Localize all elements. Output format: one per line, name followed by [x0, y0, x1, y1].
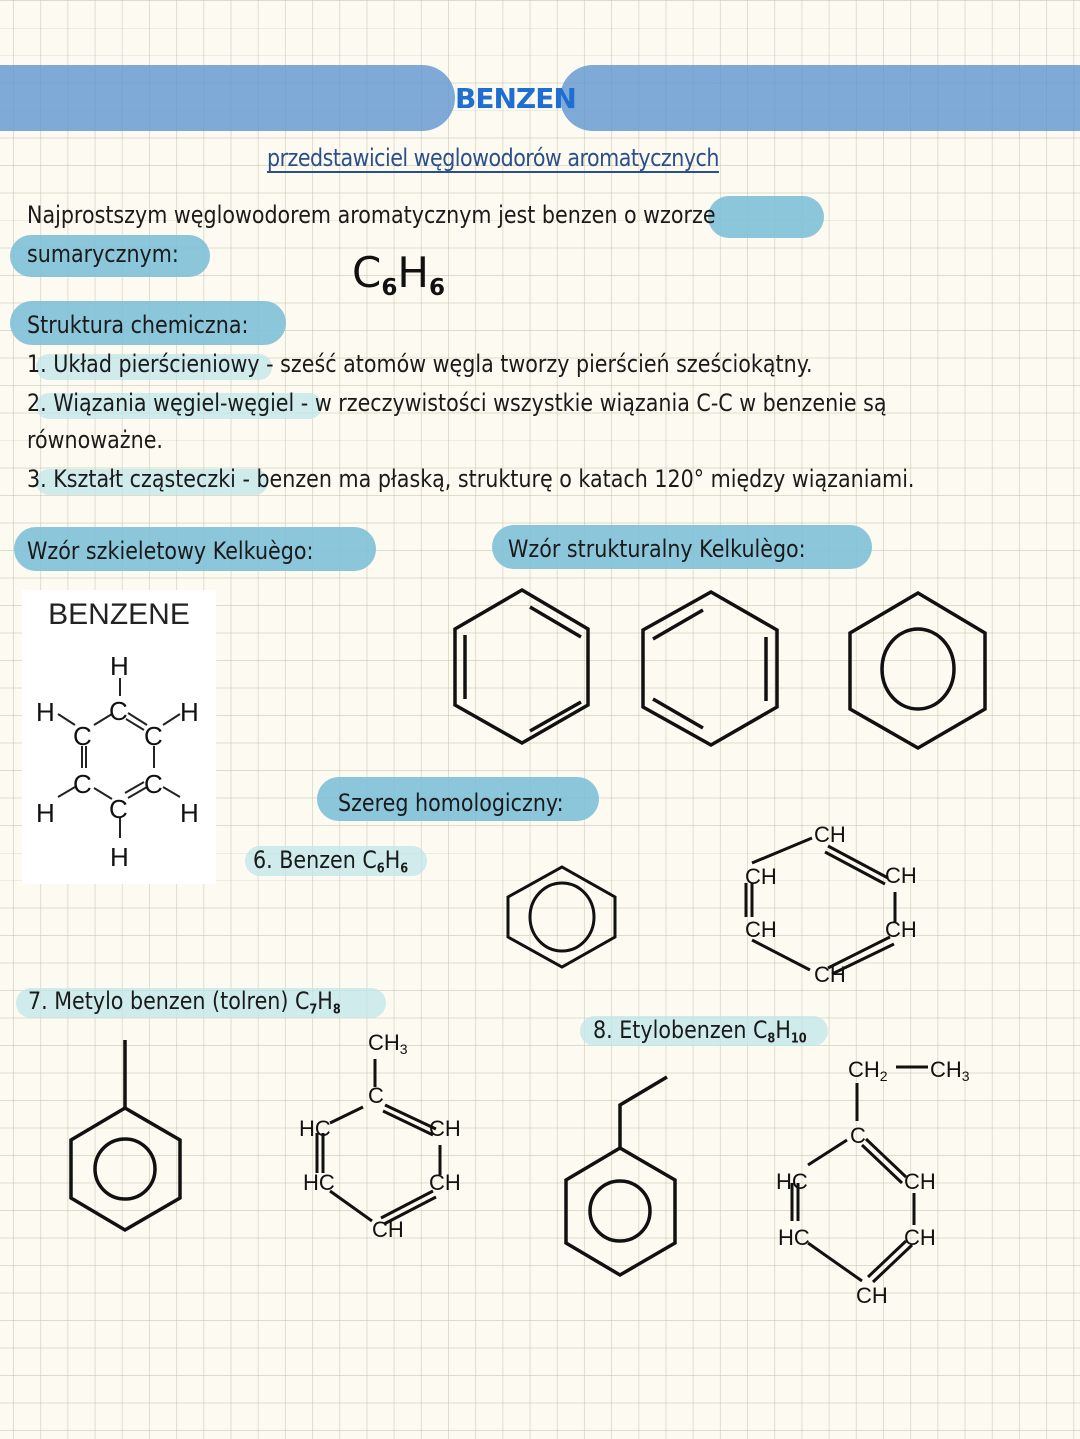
svg-text:H: H: [110, 842, 129, 872]
homolog-8-label: 8. Etylobenzen C8H10: [593, 1016, 807, 1047]
structural-heading: Wzór strukturalny Kelkulègo:: [508, 535, 806, 563]
svg-text:CH: CH: [904, 1225, 936, 1250]
highlight-homologous-heading: [317, 777, 599, 821]
header-banner-right: [560, 65, 1080, 131]
skeletal-heading: Wzór szkieletowy Kelkuègo:: [27, 537, 314, 565]
ethylbenzene-skeletal-formula: [564, 1075, 677, 1278]
homolog-6-label: 6. Benzen C6H6: [253, 846, 409, 877]
svg-text:CH: CH: [372, 1217, 404, 1242]
toluene-structural-formula: CH3 C HC HC CH CH CH: [299, 1030, 461, 1242]
homologous-heading: Szereg homologiczny:: [338, 789, 564, 817]
kekule-structures: [453, 587, 987, 751]
svg-text:C: C: [144, 721, 163, 751]
benzene-aromatic-ring: [506, 865, 617, 969]
benzene-image-card: BENZENE H C H H C C C C: [22, 590, 216, 884]
intro-highlight-wzorze: wzorze: [643, 201, 716, 229]
svg-text:H: H: [36, 798, 55, 828]
ethylbenzene-structural-formula: CH2 CH3 C HC HC CH CH CH: [776, 1057, 970, 1308]
structure-item-2-cont: równoważne.: [27, 426, 163, 454]
svg-text:C: C: [109, 696, 128, 726]
svg-text:CH: CH: [885, 863, 917, 888]
highlight-structural-heading: [492, 525, 872, 569]
intro-line1: Najprostszym węglowodorem aromatycznym j…: [27, 201, 644, 229]
svg-text:H: H: [36, 697, 55, 727]
svg-text:CH: CH: [429, 1116, 461, 1141]
page-title: BENZEN: [455, 82, 577, 115]
highlight-benzen-label: [245, 846, 427, 876]
highlight-structure-heading: [10, 301, 286, 345]
svg-text:H: H: [180, 697, 199, 727]
toluene-skeletal-formula: [69, 1040, 182, 1233]
molecular-formula: C6H6: [352, 248, 446, 302]
svg-text:H: H: [180, 798, 199, 828]
svg-text:CH: CH: [856, 1283, 888, 1308]
svg-text:CH: CH: [814, 962, 846, 987]
svg-text:CH: CH: [429, 1170, 461, 1195]
highlight-ethylbenzene-label: [580, 1016, 828, 1046]
highlight-toluene-label: [16, 988, 386, 1018]
homolog-7-label: 7. Metylo benzen (tolren) C7H8: [28, 987, 341, 1018]
svg-text:CH: CH: [904, 1169, 936, 1194]
structure-heading: Struktura chemiczna:: [27, 311, 249, 339]
benzene-ch-structure: CH CH CH CH CH CH: [744, 822, 917, 987]
highlight-item-3: [36, 469, 268, 495]
header-banner-left: [0, 65, 455, 131]
benzene-caption: BENZENE: [48, 598, 190, 631]
intro-highlight-sumarycznym: sumarycznym:: [27, 240, 179, 268]
svg-text:CH: CH: [745, 917, 777, 942]
highlight-skeletal-heading: [14, 527, 376, 571]
structure-item-2: 2. Wiązania węgiel-węgiel - w rzeczywist…: [27, 389, 887, 417]
svg-text:CH: CH: [745, 864, 777, 889]
benzene-lewis-structure: H C H H C C C C H H C H: [36, 651, 199, 872]
svg-text:HC: HC: [303, 1170, 335, 1195]
highlight-wzorze: [708, 196, 824, 238]
svg-text:HC: HC: [778, 1225, 810, 1250]
svg-text:CH: CH: [814, 822, 846, 847]
svg-text:C: C: [144, 769, 163, 799]
svg-text:C: C: [73, 769, 92, 799]
svg-text:C: C: [73, 721, 92, 751]
structure-item-1: 1. Układ pierścieniowy - sześć atomów wę…: [27, 350, 813, 378]
svg-text:C: C: [368, 1083, 384, 1108]
intro-text: Najprostszym węglowodorem aromatycznym j…: [27, 201, 716, 229]
svg-text:C: C: [850, 1123, 866, 1148]
structure-item-3: 3. Kształt cząsteczki - benzen ma płaską…: [27, 465, 915, 493]
svg-text:CH2: CH2: [848, 1057, 888, 1084]
highlight-item-2: [36, 393, 322, 419]
svg-text:H: H: [110, 651, 129, 681]
svg-text:CH3: CH3: [368, 1030, 408, 1057]
highlight-item-1: [36, 354, 272, 380]
page-subtitle: przedstawiciel węglowodorów aromatycznyc…: [267, 144, 719, 172]
svg-text:C: C: [109, 794, 128, 824]
svg-text:HC: HC: [776, 1169, 808, 1194]
svg-text:HC: HC: [299, 1116, 331, 1141]
highlight-sumarycznym: [10, 235, 210, 277]
svg-text:CH3: CH3: [930, 1057, 970, 1084]
svg-text:CH: CH: [885, 917, 917, 942]
